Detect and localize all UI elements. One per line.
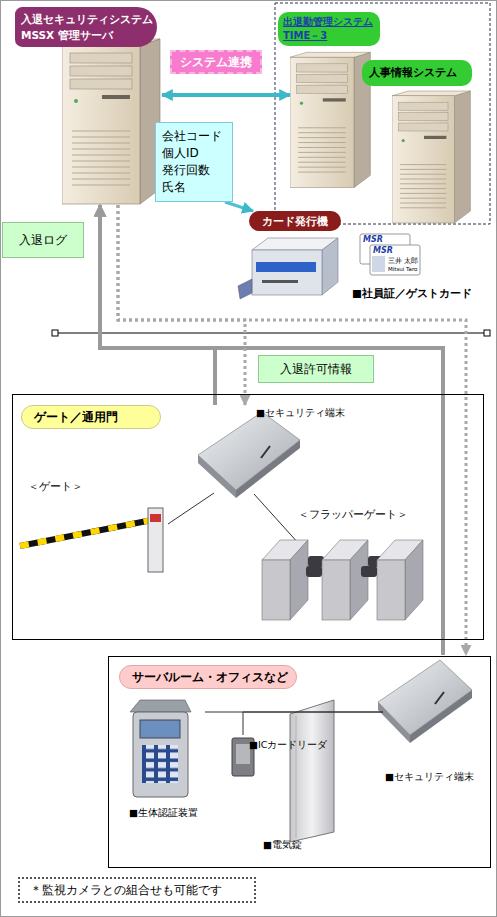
area-box: ゲート／通用門 ■セキュリティ端末 bbox=[12, 394, 484, 640]
permission-flow bbox=[118, 205, 245, 405]
barrier-stripes bbox=[20, 520, 152, 546]
security-terminal bbox=[378, 660, 472, 743]
printer-strip bbox=[256, 262, 316, 272]
data-callout: 会社コード 個人ID 発行回数 氏名 bbox=[155, 122, 233, 202]
area-box: サーバルーム・オフィスなど ■生体認証装置 ■ICカードリーダ ■電気錠 ■セキュリティ… bbox=[108, 656, 491, 868]
barrier-post bbox=[148, 508, 163, 572]
node-label: ■セキュリティ端末 bbox=[385, 771, 474, 783]
device-node: ■生体認証装置 bbox=[125, 701, 205, 821]
part-label: ＜ゲート＞ bbox=[28, 480, 83, 494]
flapper-gate bbox=[262, 540, 423, 620]
barrier-lamp bbox=[150, 514, 161, 522]
edge-label: システム連携 bbox=[170, 50, 262, 74]
issue-arrow bbox=[225, 202, 253, 211]
device-node: ■セキュリティ端末 bbox=[194, 405, 339, 503]
system-link bbox=[162, 93, 290, 97]
part-label: ＜フラッパーゲート＞ bbox=[298, 508, 408, 522]
node-label: カード発行機 bbox=[249, 211, 341, 231]
card-slot bbox=[261, 446, 270, 458]
security-terminal bbox=[198, 412, 300, 498]
device-node: ■電気錠 bbox=[263, 701, 343, 856]
permission-flow bbox=[118, 205, 466, 655]
linked-systems-region bbox=[275, 3, 490, 224]
wire bbox=[243, 712, 383, 735]
bus-terminator bbox=[484, 330, 490, 336]
node-label: 出退勤管理システム TIME－3 bbox=[278, 12, 380, 46]
server-tower bbox=[62, 39, 160, 204]
printer-tray bbox=[238, 279, 252, 299]
terminal-face bbox=[198, 412, 300, 490]
bus-line bbox=[58, 333, 484, 334]
system-node: 出退勤管理システム TIME－3 bbox=[278, 10, 382, 200]
barrier-arm bbox=[20, 520, 152, 546]
node-label: ■ICカードリーダ bbox=[249, 739, 327, 751]
node-label: ■生体認証装置 bbox=[129, 807, 198, 819]
card-printer bbox=[238, 238, 338, 299]
node-label: ■セキュリティ端末 bbox=[256, 407, 345, 419]
wire bbox=[168, 493, 300, 545]
barrier-gate bbox=[20, 508, 163, 572]
bus-terminator bbox=[52, 330, 58, 336]
edge-label: 入退ログ bbox=[2, 222, 84, 258]
id-cards bbox=[360, 234, 420, 275]
node-label: 人事情報システム bbox=[362, 60, 472, 86]
log-flow bbox=[100, 205, 443, 655]
card-logo: MSR bbox=[373, 246, 393, 256]
printer-front bbox=[252, 250, 322, 295]
server-tower bbox=[290, 52, 370, 187]
node-label: 入退セキュリティシステム MSSX 管理サーバ bbox=[15, 7, 157, 47]
server-node: 入退セキュリティシステム MSSX 管理サーバ bbox=[12, 5, 162, 205]
node-label: ゲート／通用門 bbox=[21, 405, 161, 429]
note-box: ＊監視カメラとの組合せも可能です bbox=[18, 877, 256, 903]
printer-slot bbox=[262, 280, 298, 283]
node-label: 会社コード 個人ID 発行回数 氏名 bbox=[162, 128, 230, 196]
node-label: ■社員証／ゲストカード bbox=[352, 287, 472, 300]
node-label: ＊監視カメラとの組合せも可能です bbox=[30, 883, 222, 898]
card-name: Mitsui Taro bbox=[388, 266, 417, 273]
node-label: ■電気錠 bbox=[263, 839, 302, 851]
biometric-device bbox=[130, 700, 191, 797]
edge-label: 入退許可情報 bbox=[258, 355, 374, 383]
card-logo: MSR bbox=[363, 235, 383, 245]
device-node: ■セキュリティ端末 bbox=[373, 655, 477, 785]
server-tower bbox=[392, 91, 470, 223]
network-bus bbox=[52, 330, 490, 336]
card-front bbox=[370, 245, 420, 275]
system-node: 人事情報システム bbox=[362, 60, 474, 224]
card-name: 三井 太郎 bbox=[388, 257, 418, 266]
node-label: サーバルーム・オフィスなど bbox=[119, 665, 297, 689]
card-photo bbox=[372, 256, 385, 272]
printer-side bbox=[322, 238, 338, 295]
device-node: ■ICカードリーダ bbox=[229, 735, 336, 781]
device-node: カード発行機 bbox=[235, 211, 347, 303]
electric-lock-door bbox=[290, 700, 334, 842]
